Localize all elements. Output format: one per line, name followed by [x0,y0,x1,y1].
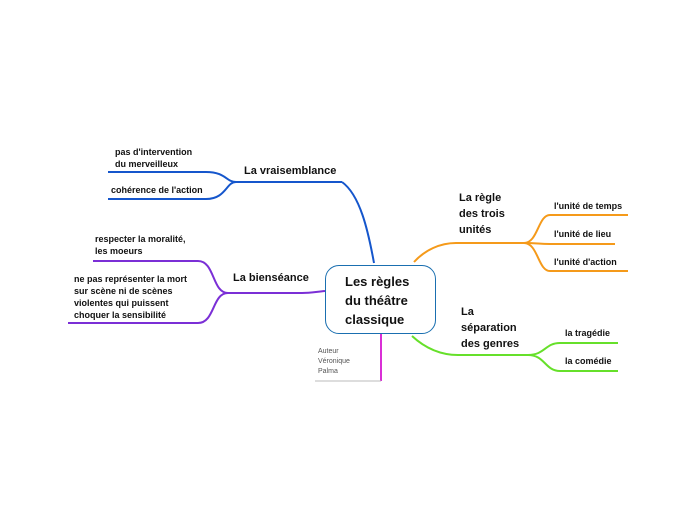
branch-unites-lines [413,214,628,272]
connector-central-unites [413,242,457,263]
author-note: Auteur Véronique Palma [318,348,350,375]
branch-genres-label[interactable]: La séparation des genres [461,306,520,350]
connector-central-vraisemblance [341,181,375,264]
leaf-mort[interactable]: ne pas représenter la mort sur scène ni … [74,274,188,320]
branch-vraisemblance-label[interactable]: La vraisemblance [244,165,337,177]
connector-vraisemblance-coherence [205,181,237,200]
branch-genres-lines [411,335,618,372]
connector-central-genres [411,335,459,356]
connector-unites-temps [523,214,551,244]
leaf-action[interactable]: l'unité d'action [554,257,617,267]
connector-genres-tragedie [527,342,561,356]
connector-unites-action [523,242,551,272]
connector-genres-comedie [527,354,561,372]
author-lines [315,334,382,382]
leaf-moralite[interactable]: respecter la moralité, les moeurs [95,234,186,256]
branch-unites-label[interactable]: La règle des trois unités [459,192,505,236]
branch-bienseance-lines [68,260,326,324]
branch-vraisemblance-lines [108,171,375,264]
branch-bienseance-label[interactable]: La bienséance [233,272,309,284]
connector-central-bienseance [301,290,326,294]
leaf-tragedie[interactable]: la tragédie [565,328,611,338]
connector-bienseance-moralite [197,260,229,294]
connector-bienseance-mort [197,292,229,324]
leaf-lieu[interactable]: l'unité de lieu [554,229,612,239]
leaf-comedie[interactable]: la comédie [565,356,612,366]
central-topic[interactable]: Les règles du théâtre classique [325,265,436,334]
leaf-coherence[interactable]: cohérence de l'action [111,185,203,195]
leaf-merveilleux[interactable]: pas d'intervention du merveilleux [115,147,193,169]
connector-vraisemblance-merveilleux [205,171,237,183]
leaf-temps[interactable]: l'unité de temps [554,201,623,211]
